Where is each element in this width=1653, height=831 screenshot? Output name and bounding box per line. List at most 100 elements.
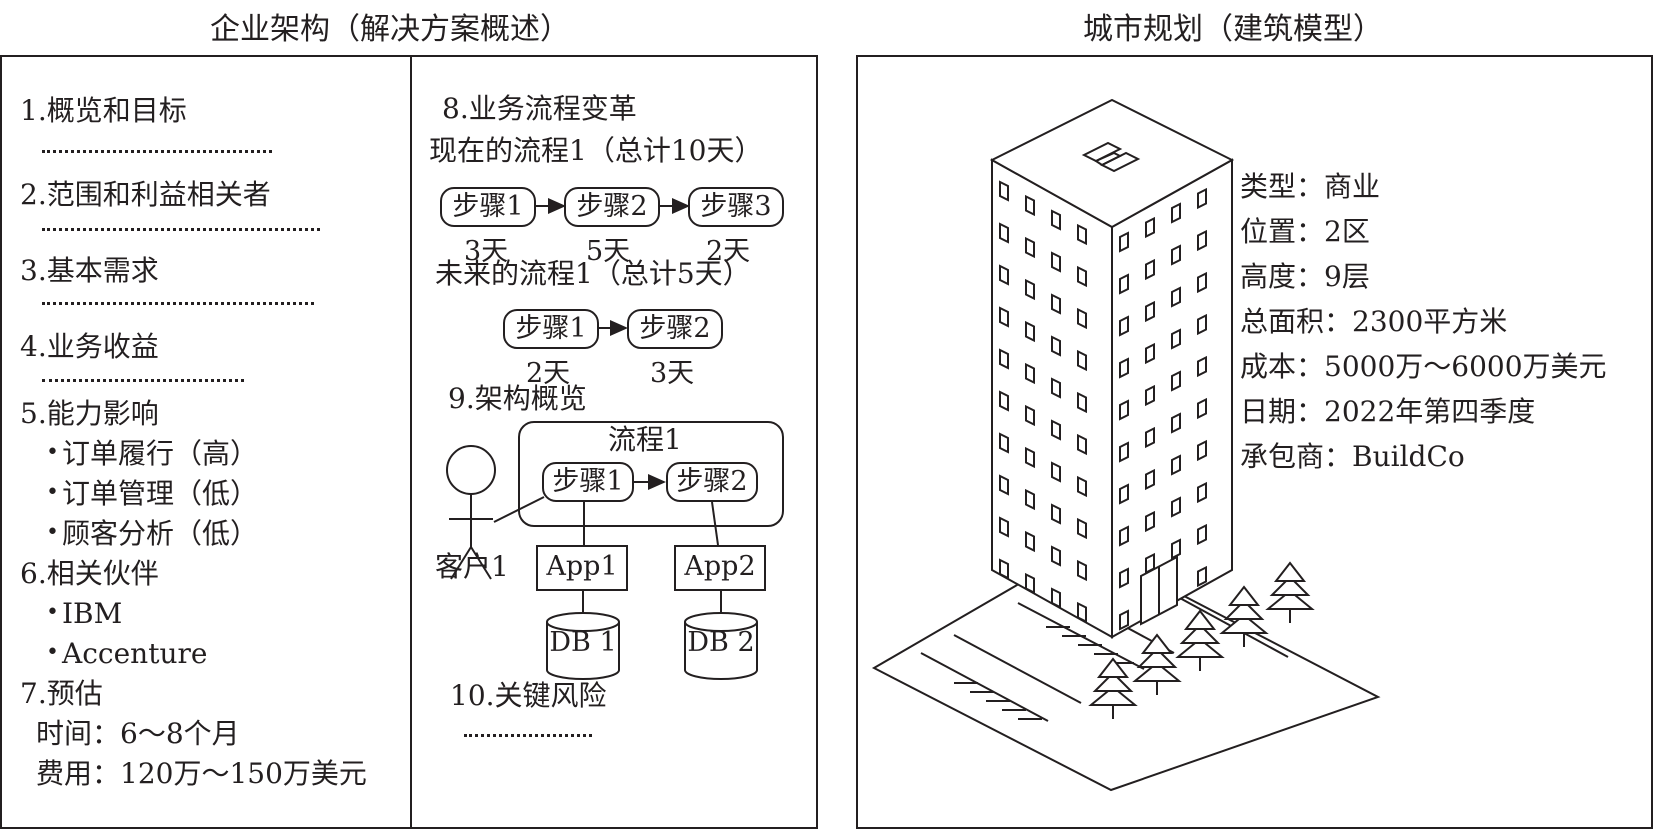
window-icon xyxy=(1145,216,1155,239)
tree-icon xyxy=(1132,633,1182,695)
tree-layer xyxy=(1179,623,1221,644)
window-icon xyxy=(1119,231,1129,253)
window-icon xyxy=(1171,328,1181,350)
window-icon xyxy=(1051,419,1061,441)
section-key-risks: 10.关键风险 xyxy=(450,679,607,712)
window-icon xyxy=(999,348,1009,370)
window-icon xyxy=(1145,342,1155,365)
window-icon xyxy=(999,306,1009,328)
building-contractor: 承包商：BuildCo xyxy=(1240,440,1465,473)
building-left-face xyxy=(991,158,1113,639)
window-icon xyxy=(1051,335,1061,357)
window-icon xyxy=(1077,349,1087,372)
tree-layer xyxy=(1092,671,1134,692)
current-step: 步骤3 xyxy=(688,187,784,227)
window-icon xyxy=(999,474,1009,496)
window-icon xyxy=(999,558,1009,580)
window-icon xyxy=(1197,523,1207,546)
section-capability-impact: 5.能力影响 xyxy=(20,397,159,430)
estimate-cost: 费用：120万～150万美元 xyxy=(36,757,367,790)
database-icon xyxy=(684,612,758,680)
window-icon xyxy=(1197,271,1207,294)
window-icon xyxy=(1145,258,1155,281)
window-icon xyxy=(1051,461,1061,483)
window-icon xyxy=(1119,609,1129,631)
partner-item: IBM xyxy=(62,597,123,630)
future-step: 步骤1 xyxy=(503,309,599,349)
building-height: 高度：9层 xyxy=(1240,260,1370,293)
section-overview: 1.概览和目标 xyxy=(20,94,187,127)
building-location: 位置：2区 xyxy=(1240,215,1370,248)
left-panel-title: 企业架构（解决方案概述） xyxy=(210,12,570,47)
section-partners: 6.相关伙伴 xyxy=(20,557,159,590)
step-duration: 2天 xyxy=(706,236,751,267)
window-icon xyxy=(1197,187,1207,210)
window-icon xyxy=(1119,315,1129,337)
right-panel-title: 城市规划（建筑模型） xyxy=(1083,12,1383,47)
bullet-icon: • xyxy=(46,440,59,465)
window-icon xyxy=(1171,202,1181,224)
tree-layer xyxy=(1183,609,1217,630)
tree-layer xyxy=(1273,561,1307,582)
window-icon xyxy=(1025,572,1035,595)
bullet-icon: • xyxy=(46,600,59,625)
current-flow-label: 现在的流程1（总计10天） xyxy=(429,134,763,167)
capability-item: 订单履行（高） xyxy=(62,437,259,470)
window-icon xyxy=(1051,293,1061,315)
estimate-time: 时间：6～8个月 xyxy=(36,717,240,750)
window-icon xyxy=(1051,503,1061,525)
capability-item: 订单管理（低） xyxy=(62,477,259,510)
customer-label: 客户1 xyxy=(435,550,509,583)
building-cost: 成本：5000万～6000万美元 xyxy=(1240,350,1607,383)
tree-layer xyxy=(1223,599,1265,620)
tree-layer xyxy=(1140,633,1174,654)
arch-step: 步骤2 xyxy=(666,462,758,502)
placeholder-dots xyxy=(464,734,592,737)
window-icon xyxy=(1119,567,1129,589)
window-icon xyxy=(999,516,1009,538)
step-duration: 3天 xyxy=(464,236,509,267)
current-step: 步骤2 xyxy=(564,187,660,227)
window-icon xyxy=(1145,426,1155,449)
enterprise-architecture-panel: 1.概览和目标 2.范围和利益相关者 3.基本需求 4.业务收益 5.能力影响 … xyxy=(0,55,818,829)
app-box: App1 xyxy=(536,545,628,591)
window-icon xyxy=(1197,565,1207,588)
current-step: 步骤1 xyxy=(440,187,536,227)
section-estimate: 7.预估 xyxy=(20,677,103,710)
window-icon xyxy=(1119,399,1129,421)
window-icon xyxy=(1077,517,1087,540)
section-process-change: 8.业务流程变革 xyxy=(442,92,637,125)
tree-layer xyxy=(1136,647,1178,668)
window-icon xyxy=(999,222,1009,244)
window-icon xyxy=(1171,496,1181,518)
database-icon xyxy=(546,612,620,680)
window-icon xyxy=(1025,488,1035,511)
placeholder-dots xyxy=(42,228,320,231)
window-icon xyxy=(1077,391,1087,414)
customer-head xyxy=(446,445,496,495)
step-duration: 5天 xyxy=(586,236,631,267)
window-icon xyxy=(1171,286,1181,308)
flow-arrows xyxy=(446,198,758,680)
section-architecture: 9.架构概览 xyxy=(448,382,587,415)
window-icon xyxy=(1197,481,1207,504)
window-icon xyxy=(1197,397,1207,420)
window-icon xyxy=(999,390,1009,412)
tree-layer xyxy=(1227,585,1261,606)
section-scope: 2.范围和利益相关者 xyxy=(20,178,271,211)
window-icon xyxy=(1051,587,1061,609)
window-icon xyxy=(1119,483,1129,505)
building-type: 类型：商业 xyxy=(1240,170,1381,203)
capability-item: 顾客分析（低） xyxy=(62,517,259,550)
window-icon xyxy=(1119,441,1129,463)
tree-icon xyxy=(1219,585,1269,647)
window-icon xyxy=(1145,300,1155,323)
window-icon xyxy=(1051,209,1061,231)
window-icon xyxy=(1171,454,1181,476)
ground-plot xyxy=(871,543,1381,792)
section-requirements: 3.基本需求 xyxy=(20,254,159,287)
process-label: 流程1 xyxy=(608,423,682,456)
window-icon xyxy=(1051,251,1061,273)
door-icon xyxy=(1140,555,1178,626)
window-icon xyxy=(1077,475,1087,498)
